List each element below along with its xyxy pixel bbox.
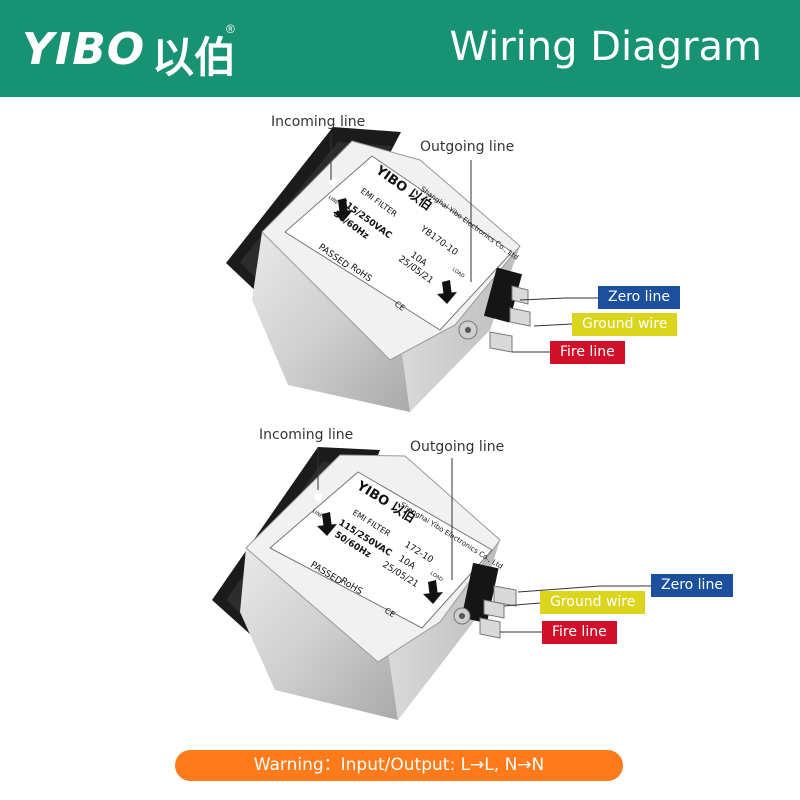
filter-1-incoming-label: Incoming line [271, 114, 366, 130]
brand-logo-chinese: 以伯 [152, 33, 237, 82]
brand-logo-latin: YIBO [22, 24, 146, 75]
page-title: Wiring Diagram [449, 24, 762, 70]
filter-1-terminals [458, 267, 531, 353]
filter-1-mount-hole [329, 178, 337, 186]
warning-banner: Warning：Input/Output: L→L, N→N [175, 750, 623, 781]
registered-mark: ® [226, 22, 235, 36]
filter-1-ground-wire-tag: Ground wire [572, 313, 678, 336]
filter-1-label-line-in: LINE [327, 195, 340, 206]
filter-2-leaders [317, 447, 651, 633]
filter-1-fire-line-tag: Fire line [550, 341, 625, 364]
filter-2-outgoing-label: Outgoing line [410, 439, 505, 455]
filter-2-zero-line-tag: Zero line [651, 574, 733, 597]
filter-1-leaders [330, 133, 598, 353]
header-banner: YIBO 以伯 ® Wiring Diagram [0, 0, 800, 97]
filter-1-zero-line-tag: Zero line [598, 286, 680, 309]
emi-filter-2 [212, 447, 517, 720]
filter-2-label-line-in: LINE [311, 509, 324, 520]
filter-2-fire-line-tag: Fire line [542, 621, 617, 644]
filter-1-ground-leader [533, 323, 573, 327]
filter-2-zero-leader [517, 585, 651, 593]
emi-filter-1 [226, 127, 531, 412]
filter-2-ground-leader [503, 602, 541, 607]
filter-1-zero-leader [519, 297, 598, 301]
filter-1-outgoing-label: Outgoing line [420, 139, 515, 155]
filter-2-ground-wire-tag: Ground wire [540, 591, 646, 614]
filter-2-incoming-label: Incoming line [259, 427, 354, 443]
filter-2-terminals [453, 562, 517, 639]
filter-2-mount-hole [314, 493, 322, 501]
